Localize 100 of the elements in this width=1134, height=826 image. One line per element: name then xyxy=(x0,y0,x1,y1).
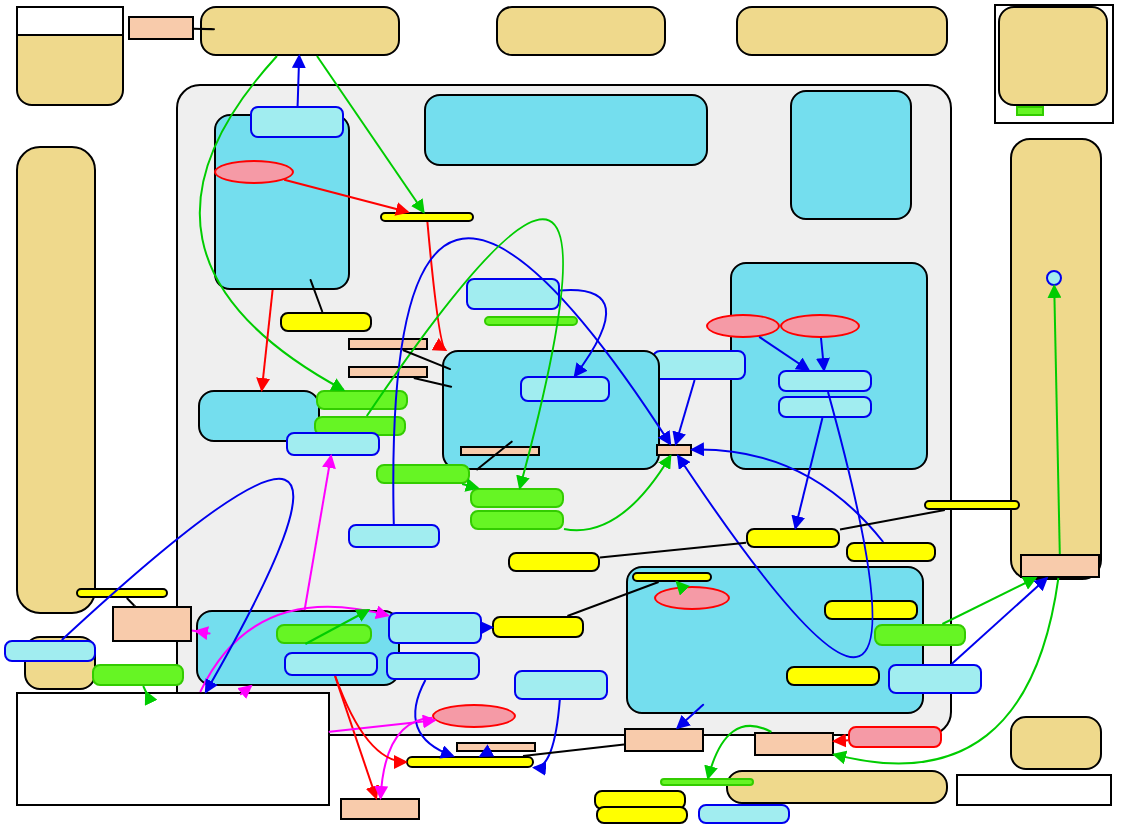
outline-frame xyxy=(16,6,124,36)
rounded-panel xyxy=(442,350,660,470)
connector-line xyxy=(461,478,480,492)
tab-block xyxy=(112,606,192,642)
rounded-box xyxy=(652,350,746,380)
bar-shape xyxy=(380,212,474,222)
bar-shape xyxy=(824,600,918,620)
connector-line xyxy=(374,716,434,800)
tab-block xyxy=(460,446,540,456)
bar-shape xyxy=(660,778,754,786)
connector-line xyxy=(256,289,274,392)
connector-line xyxy=(191,626,211,641)
connector-line xyxy=(522,743,625,757)
bar-shape xyxy=(406,756,534,768)
rounded-box xyxy=(348,524,440,548)
bar-shape xyxy=(470,488,564,508)
connector-line xyxy=(839,509,946,531)
connector-line xyxy=(478,744,495,757)
bar-shape xyxy=(632,572,712,582)
rounded-box xyxy=(250,106,344,138)
connector-line xyxy=(475,440,513,471)
bar-shape xyxy=(92,664,184,686)
rounded-box xyxy=(466,278,560,310)
bar-shape xyxy=(280,312,372,332)
rounded-box xyxy=(514,670,608,700)
ellipse-shape xyxy=(780,314,860,338)
outline-frame xyxy=(994,4,1114,124)
connector-line xyxy=(426,221,447,352)
connector-line xyxy=(303,454,336,611)
tab-block xyxy=(456,742,536,752)
connector-line xyxy=(832,733,849,748)
rounded-panel xyxy=(424,94,708,166)
connector-line xyxy=(532,699,561,774)
bar-shape xyxy=(874,624,966,646)
connector-line xyxy=(365,219,564,490)
bar-shape xyxy=(924,500,1020,510)
connector-line xyxy=(304,609,371,645)
tab-block xyxy=(348,338,428,350)
rounded-box xyxy=(778,396,872,418)
tan-block xyxy=(998,6,1108,106)
ellipse-shape xyxy=(654,586,730,610)
tab-block xyxy=(348,366,428,378)
connector-line xyxy=(199,605,390,693)
rounded-box xyxy=(698,804,790,824)
connector-line xyxy=(950,576,1049,665)
connector-line xyxy=(690,442,885,543)
connector-line xyxy=(283,178,410,216)
connector-line xyxy=(392,239,672,525)
tab-block xyxy=(754,732,834,756)
connector-line xyxy=(60,478,294,694)
rounded-box xyxy=(888,664,982,694)
connector-line xyxy=(704,724,773,780)
tan-block xyxy=(200,6,400,56)
connector-line xyxy=(142,685,158,706)
rounded-box xyxy=(520,376,610,402)
rounded-panel xyxy=(196,610,400,686)
rounded-box xyxy=(286,432,380,456)
connector-line xyxy=(672,379,696,446)
background-panel xyxy=(176,84,952,736)
connector-line xyxy=(599,541,747,559)
connector-line xyxy=(309,279,324,313)
connector-line xyxy=(566,581,660,617)
bar-shape xyxy=(746,528,840,548)
tab-block xyxy=(128,16,194,40)
rounded-panel xyxy=(790,90,912,220)
connector-line xyxy=(676,391,874,658)
connector-line xyxy=(791,417,824,530)
rounded-box xyxy=(388,612,482,644)
bar-shape xyxy=(276,624,372,644)
outline-frame xyxy=(956,774,1112,806)
bar-shape xyxy=(508,552,600,572)
bar-shape xyxy=(492,616,584,638)
connector-line xyxy=(193,27,215,31)
tan-block xyxy=(496,6,666,56)
connector-line xyxy=(316,55,425,214)
tan-block xyxy=(1010,138,1102,580)
bar-shape xyxy=(1016,106,1044,116)
connector-line xyxy=(412,377,453,388)
outline-frame xyxy=(16,692,330,806)
rounded-box xyxy=(848,726,942,748)
tan-block xyxy=(1010,716,1102,770)
tab-block xyxy=(624,728,704,752)
bar-shape xyxy=(470,510,564,530)
bar-shape xyxy=(786,666,880,686)
connector-line xyxy=(237,684,253,699)
bar-shape xyxy=(846,542,936,562)
rounded-box xyxy=(778,370,872,392)
rounded-panel xyxy=(198,390,320,442)
rounded-box xyxy=(386,652,480,680)
connector-line xyxy=(479,620,494,635)
bar-shape xyxy=(76,588,168,598)
rounded-panel xyxy=(626,566,924,714)
tab-block xyxy=(340,798,420,820)
tan-block xyxy=(16,146,96,614)
rounded-box xyxy=(1046,270,1062,286)
connector-line xyxy=(401,349,451,370)
connector-line xyxy=(334,675,379,800)
connector-line xyxy=(816,337,830,372)
connector-line xyxy=(328,714,437,733)
connector-line xyxy=(1047,284,1062,555)
